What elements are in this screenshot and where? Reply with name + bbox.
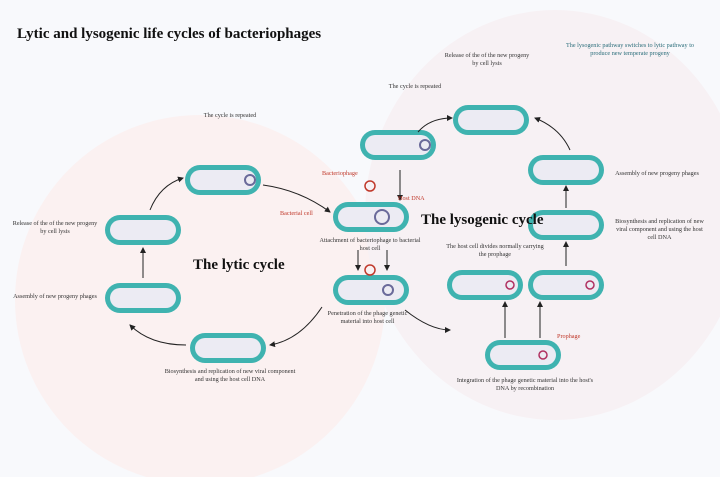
integration-caption: Integration of the phage genetic materia… <box>456 377 594 393</box>
lyso-cell-divide-right <box>528 270 604 300</box>
divides-caption: The host cell divides normally carrying … <box>446 243 544 259</box>
host-dna-label: Host DNA <box>398 195 425 202</box>
lyso-cycle-repeated: The cycle is repeated <box>388 83 442 90</box>
bacteriophage-icon <box>364 180 376 192</box>
attachment-caption: Attachment of bacteriophage to bacterial… <box>319 237 421 253</box>
lyso-cell-integration <box>485 340 561 370</box>
lytic-cycle-repeated: The cycle is repeated <box>203 112 257 119</box>
phage-injecting-icon <box>364 264 376 276</box>
lytic-cell-release <box>105 215 181 245</box>
lytic-assembly-caption: Assembly of new progeny phages <box>13 293 97 300</box>
lytic-cycle-title: The lytic cycle <box>193 257 285 273</box>
lytic-background <box>15 115 385 477</box>
lyso-release-caption: Release of the of the new progeny by cel… <box>444 52 530 68</box>
prophage-label: Prophage <box>557 333 581 340</box>
arrows <box>129 115 571 348</box>
center-cell-attachment <box>333 202 409 232</box>
lytic-biosynthesis-caption: Biosynthesis and replication of new vira… <box>164 368 296 384</box>
diagram-title: Lytic and lysogenic life cycles of bacte… <box>17 26 322 42</box>
lyso-cell-release <box>453 105 529 135</box>
bacterial-cell-label: Bacterial cell <box>280 210 313 217</box>
bacteriophage-label: Bacteriophage <box>322 170 358 177</box>
switch-note: The lysogenic pathway switches to lytic … <box>565 42 695 58</box>
lyso-biosynthesis-caption: Biosynthesis and replication of new vira… <box>615 218 704 242</box>
lyso-cell-assembly <box>528 155 604 185</box>
lytic-cell-biosynthesis <box>190 333 266 363</box>
lytic-cell-assembly <box>105 283 181 313</box>
lyso-cell-divide-left <box>447 270 523 300</box>
lytic-cell-top <box>185 165 261 195</box>
lyso-cell-top <box>360 130 436 160</box>
lysogenic-cycle-title: The lysogenic cycle <box>421 212 544 228</box>
penetration-caption: Penetration of the phage genetic materia… <box>327 310 408 326</box>
lytic-release-caption: Release of the of the new progeny by cel… <box>12 220 98 236</box>
center-cell-penetration <box>333 275 409 305</box>
lyso-assembly-caption: Assembly of new progeny phages <box>615 170 699 177</box>
